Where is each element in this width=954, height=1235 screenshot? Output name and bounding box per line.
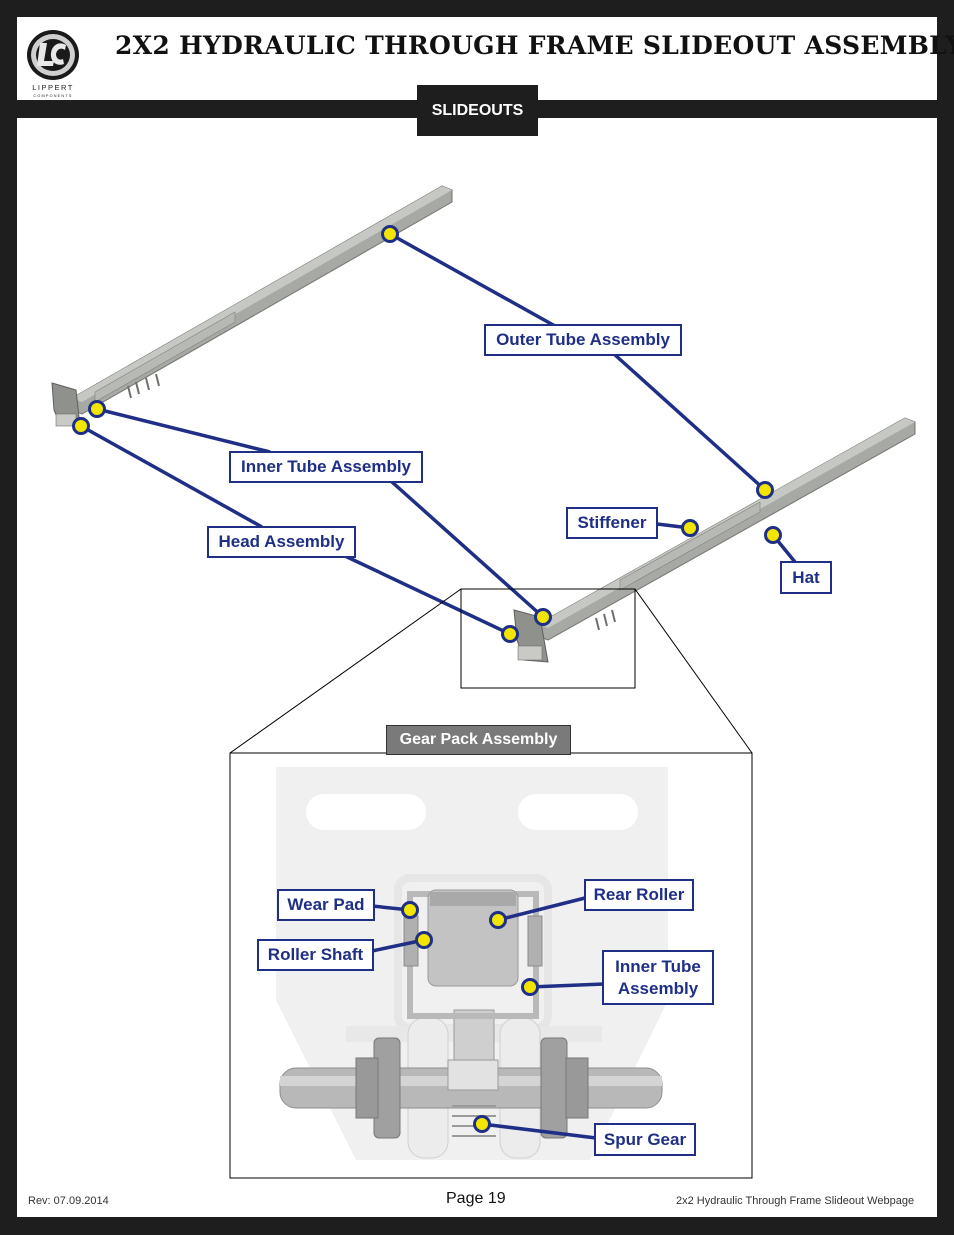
marker-dots	[72, 225, 782, 1133]
section-tab: SLIDEOUTS	[417, 85, 538, 136]
callout-roller-shaft: Roller Shaft	[257, 939, 374, 971]
callout-inner-tube-line1: Inner Tube	[615, 956, 701, 976]
lower-tube	[513, 417, 916, 663]
callout-rear-roller: Rear Roller	[584, 879, 694, 911]
gear-pack-title: Gear Pack Assembly	[386, 725, 571, 755]
page-title: 2X2 HYDRAULIC THROUGH FRAME SLIDEOUT ASS…	[115, 31, 954, 60]
leader-lines	[80, 232, 797, 636]
callout-inner-tube-assembly-detail: Inner Tube Assembly	[602, 950, 714, 1005]
callout-outer-tube-assembly: Outer Tube Assembly	[484, 324, 682, 356]
callout-stiffener: Stiffener	[566, 507, 658, 539]
upper-tube	[51, 185, 453, 427]
logo-subtext: COMPONENTS	[33, 94, 72, 98]
callout-hat: Hat	[780, 561, 832, 594]
callout-inner-tube-assembly: Inner Tube Assembly	[229, 451, 423, 483]
lippert-logo: LIPPERT COMPONENTS	[27, 30, 79, 98]
callout-head-assembly: Head Assembly	[207, 526, 356, 558]
page-number: Page 19	[446, 1190, 506, 1207]
callout-inner-tube-line2: Assembly	[617, 978, 699, 998]
gear-pack-detail	[276, 767, 668, 1160]
callout-spur-gear: Spur Gear	[594, 1123, 696, 1156]
document-name: 2x2 Hydraulic Through Frame Slideout Web…	[676, 1195, 915, 1207]
callout-wear-pad: Wear Pad	[277, 889, 375, 921]
revision-date: Rev: 07.09.2014	[28, 1195, 109, 1207]
logo-text: LIPPERT	[32, 83, 74, 92]
